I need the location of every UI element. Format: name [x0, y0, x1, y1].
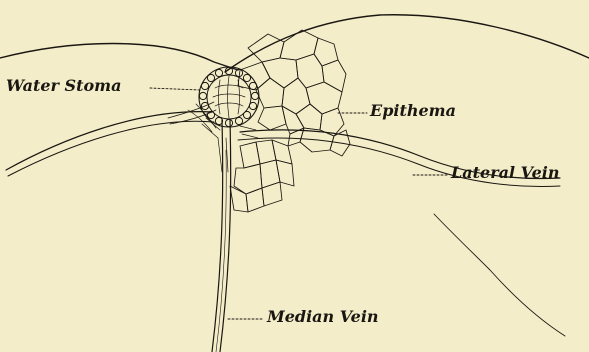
label-lateral-vein: Lateral Vein [451, 163, 559, 182]
label-epithema: Epithema [370, 101, 456, 120]
label-median-vein: Median Vein [267, 307, 379, 326]
leader-water-stoma [150, 88, 200, 90]
label-water-stoma: Water Stoma [6, 76, 121, 95]
leaf-margin-left [0, 44, 238, 71]
leaf-blade-curve [434, 214, 565, 336]
water-stoma [199, 67, 259, 127]
leaf-margin-right [225, 15, 589, 72]
median-vein [212, 120, 231, 352]
leader-lines [150, 88, 448, 319]
